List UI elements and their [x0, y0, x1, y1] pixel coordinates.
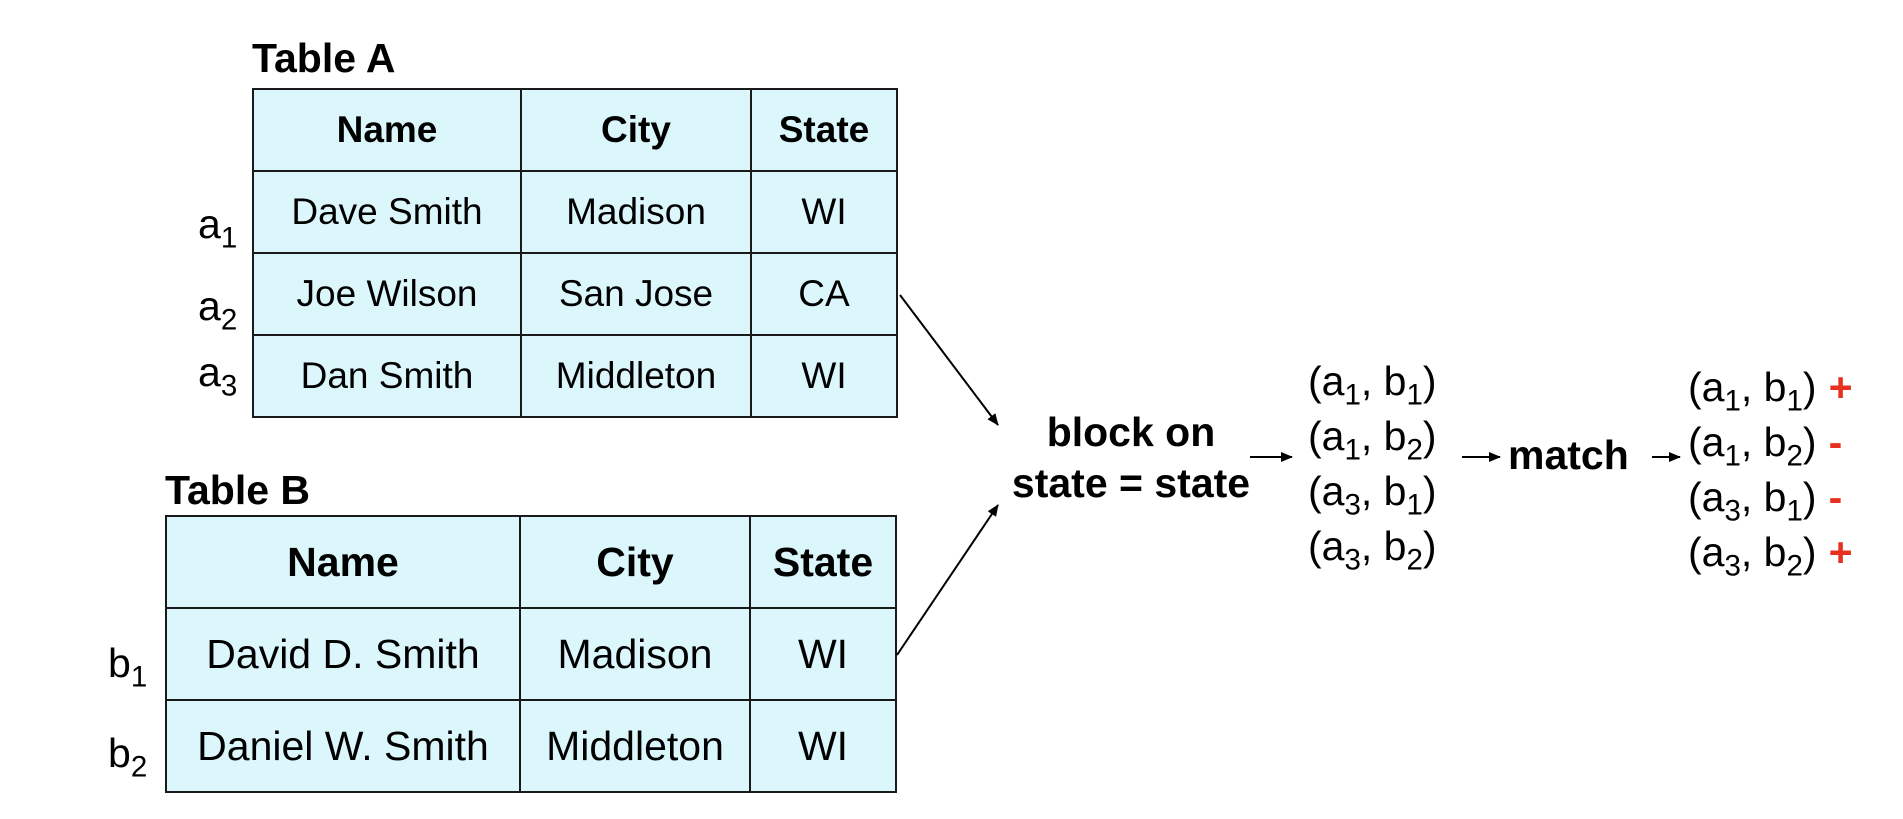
table-a-cell-city: San Jose	[520, 252, 752, 336]
row-label-b1: b1	[108, 640, 148, 694]
table-row: Dave Smith Madison WI	[252, 170, 898, 254]
row-label-a2: a2	[198, 283, 238, 337]
result-pairs: (a1, b1)+ (a1, b2)- (a3, b1)- (a3, b2)+	[1688, 360, 1853, 583]
table-b-cell-city: Madison	[519, 607, 751, 701]
row-label-a3: a3	[198, 349, 238, 403]
list-item: (a1, b1)	[1308, 358, 1437, 412]
table-row: Joe Wilson San Jose CA	[252, 252, 898, 336]
block-step-label: block on state = state	[1000, 407, 1262, 510]
arrow-table-b-to-block	[896, 504, 999, 656]
table-a-title: Table A	[252, 35, 396, 81]
block-line-1: block on	[1046, 409, 1216, 455]
table-b-header-row: Name City State	[165, 515, 897, 609]
row-label-a1: a1	[198, 201, 238, 255]
match-step-label: match	[1508, 432, 1629, 478]
list-item: (a3, b1)	[1308, 468, 1437, 522]
arrow-table-a-to-block	[899, 294, 999, 426]
list-item: (a3, b1)-	[1688, 474, 1843, 528]
table-b-title: Table B	[165, 467, 311, 513]
table-row: Dan Smith Middleton WI	[252, 334, 898, 418]
table-a-header-row: Name City State	[252, 88, 898, 172]
table-b: Name City State David D. Smith Madison W…	[165, 515, 897, 793]
list-item: (a3, b2)+	[1688, 529, 1853, 583]
table-a-header-name: Name	[252, 88, 522, 172]
candidate-pairs: (a1, b1) (a1, b2) (a3, b1) (a3, b2)	[1308, 354, 1437, 577]
table-a-cell-state: WI	[750, 334, 898, 418]
list-item: (a3, b2)	[1308, 523, 1437, 577]
table-a-cell-name: Dan Smith	[252, 334, 522, 418]
table-a-cell-state: WI	[750, 170, 898, 254]
list-item: (a1, b2)-	[1688, 419, 1843, 473]
match-sign: +	[1828, 364, 1853, 410]
list-item: (a1, b2)	[1308, 413, 1437, 467]
table-row: Daniel W. Smith Middleton WI	[165, 699, 897, 793]
table-b-header-state: State	[749, 515, 897, 609]
table-a-header-state: State	[750, 88, 898, 172]
match-sign: -	[1828, 419, 1843, 465]
table-a-cell-name: Dave Smith	[252, 170, 522, 254]
table-b-cell-name: David D. Smith	[165, 607, 521, 701]
match-sign: -	[1828, 474, 1843, 520]
table-b-header-city: City	[519, 515, 751, 609]
table-b-cell-state: WI	[749, 699, 897, 793]
table-b-cell-name: Daniel W. Smith	[165, 699, 521, 793]
table-a-cell-name: Joe Wilson	[252, 252, 522, 336]
table-a-cell-city: Madison	[520, 170, 752, 254]
table-row: David D. Smith Madison WI	[165, 607, 897, 701]
table-a: Name City State Dave Smith Madison WI Jo…	[252, 88, 898, 418]
table-b-cell-state: WI	[749, 607, 897, 701]
block-line-2: state = state	[1011, 460, 1251, 507]
match-sign: +	[1828, 529, 1853, 575]
table-b-cell-city: Middleton	[519, 699, 751, 793]
table-a-header-city: City	[520, 88, 752, 172]
row-label-b2: b2	[108, 730, 148, 784]
table-a-cell-state: CA	[750, 252, 898, 336]
list-item: (a1, b1)+	[1688, 364, 1853, 418]
table-a-cell-city: Middleton	[520, 334, 752, 418]
table-b-header-name: Name	[165, 515, 521, 609]
